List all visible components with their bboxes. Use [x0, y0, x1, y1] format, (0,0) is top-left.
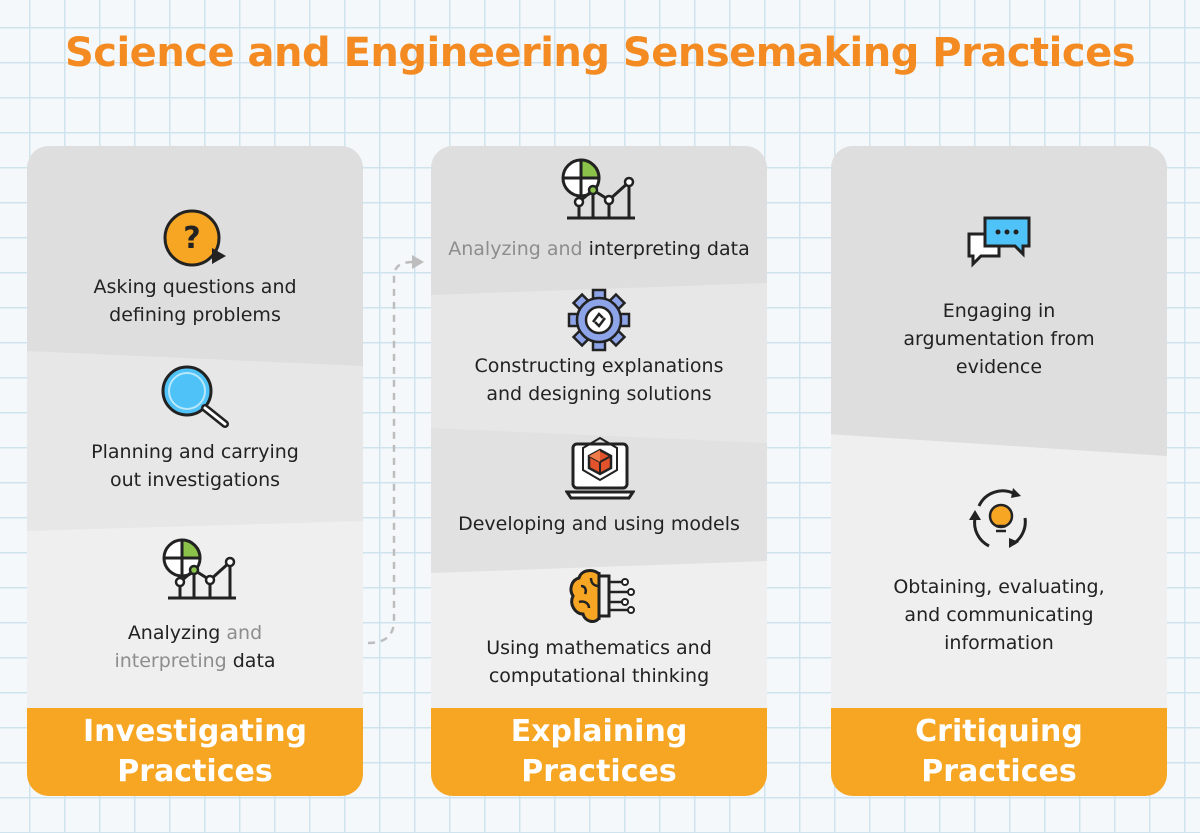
- item-obtaining-information: Obtaining, evaluating, and communicating…: [893, 576, 1105, 654]
- item-constructing-explanations: Constructing explanations and designing …: [474, 355, 724, 405]
- svg-text:?: ?: [183, 221, 200, 256]
- question-icon: ?: [163, 209, 226, 267]
- critiquing-column: Engaging in argumentation from evidence …: [831, 146, 1167, 796]
- page-title: Science and Engineering Sensemaking Prac…: [64, 30, 1136, 76]
- item-analyzing-data: Analyzing and interpreting data: [448, 238, 750, 260]
- explaining-practices-footer: Explaining Practices: [431, 708, 767, 796]
- magnifier-icon: [161, 365, 229, 428]
- data-chart-icon: [561, 158, 635, 220]
- data-chart-icon: [162, 538, 236, 600]
- item-planning-investigations: Planning and carrying out investigations: [91, 441, 299, 491]
- segment-1-bg: [831, 146, 1167, 456]
- item-developing-models: Developing and using models: [458, 513, 740, 535]
- chat-bubbles-icon: [967, 216, 1031, 268]
- investigating-column: ? Asking questions and defining problems…: [27, 146, 363, 796]
- explaining-column: Analyzing and interpreting data Construc…: [431, 146, 767, 796]
- item-analyzing-data: Analyzing and interpreting data: [114, 622, 276, 672]
- critiquing-practices-footer: Critiquing Practices: [831, 708, 1167, 796]
- model-cube-icon: [565, 436, 635, 500]
- item-engaging-argumentation: Engaging in argumentation from evidence: [903, 300, 1095, 378]
- item-using-mathematics: Using mathematics and computational thin…: [486, 637, 712, 687]
- lightbulb-cycle-icon: [969, 488, 1027, 548]
- brain-circuit-icon: [569, 569, 635, 623]
- item-asking-questions: Asking questions and defining problems: [93, 276, 297, 326]
- investigating-practices-footer: Investigating Practices: [27, 708, 363, 796]
- gear-icon: [567, 288, 631, 352]
